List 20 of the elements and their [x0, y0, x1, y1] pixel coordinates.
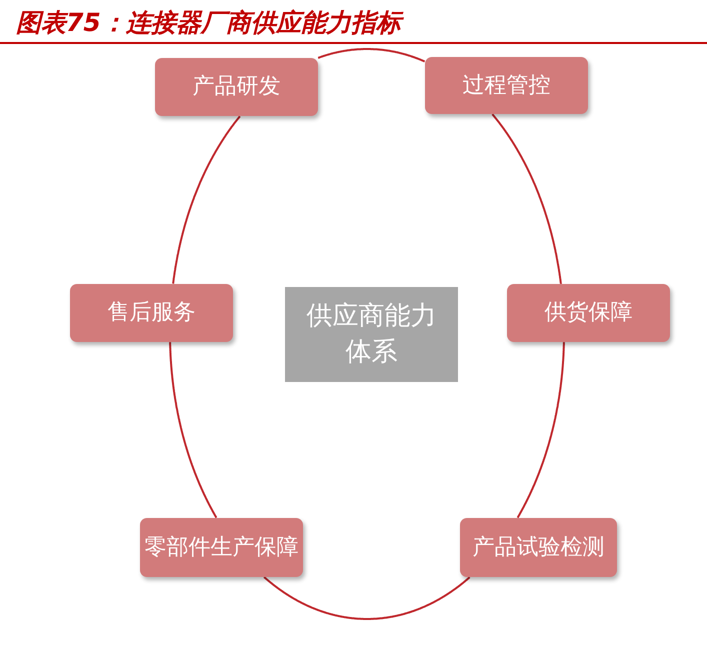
connector-line: [492, 114, 562, 284]
connector-line: [318, 48, 426, 62]
connector-line: [263, 576, 470, 620]
node-label: 产品试验检测: [472, 534, 604, 562]
indicator-box: [460, 518, 617, 577]
node-label: 供货保障: [544, 299, 632, 328]
connector-line: [516, 342, 565, 518]
node-label: 售后服务: [108, 299, 196, 328]
node-label: 产品研发: [192, 73, 280, 102]
indicator-box: [507, 284, 670, 342]
node-label: 过程管控: [462, 72, 550, 100]
node-label: 供应商能力体系: [306, 300, 438, 368]
indicator-box: [140, 518, 303, 577]
indicator-box: [70, 284, 233, 342]
indicator-box: [155, 58, 318, 116]
center-box: [285, 287, 458, 382]
indicator-box: [425, 57, 588, 114]
connector-line: [172, 116, 241, 284]
connector-line: [169, 342, 218, 518]
node-label: 零部件生产保障: [144, 534, 298, 562]
